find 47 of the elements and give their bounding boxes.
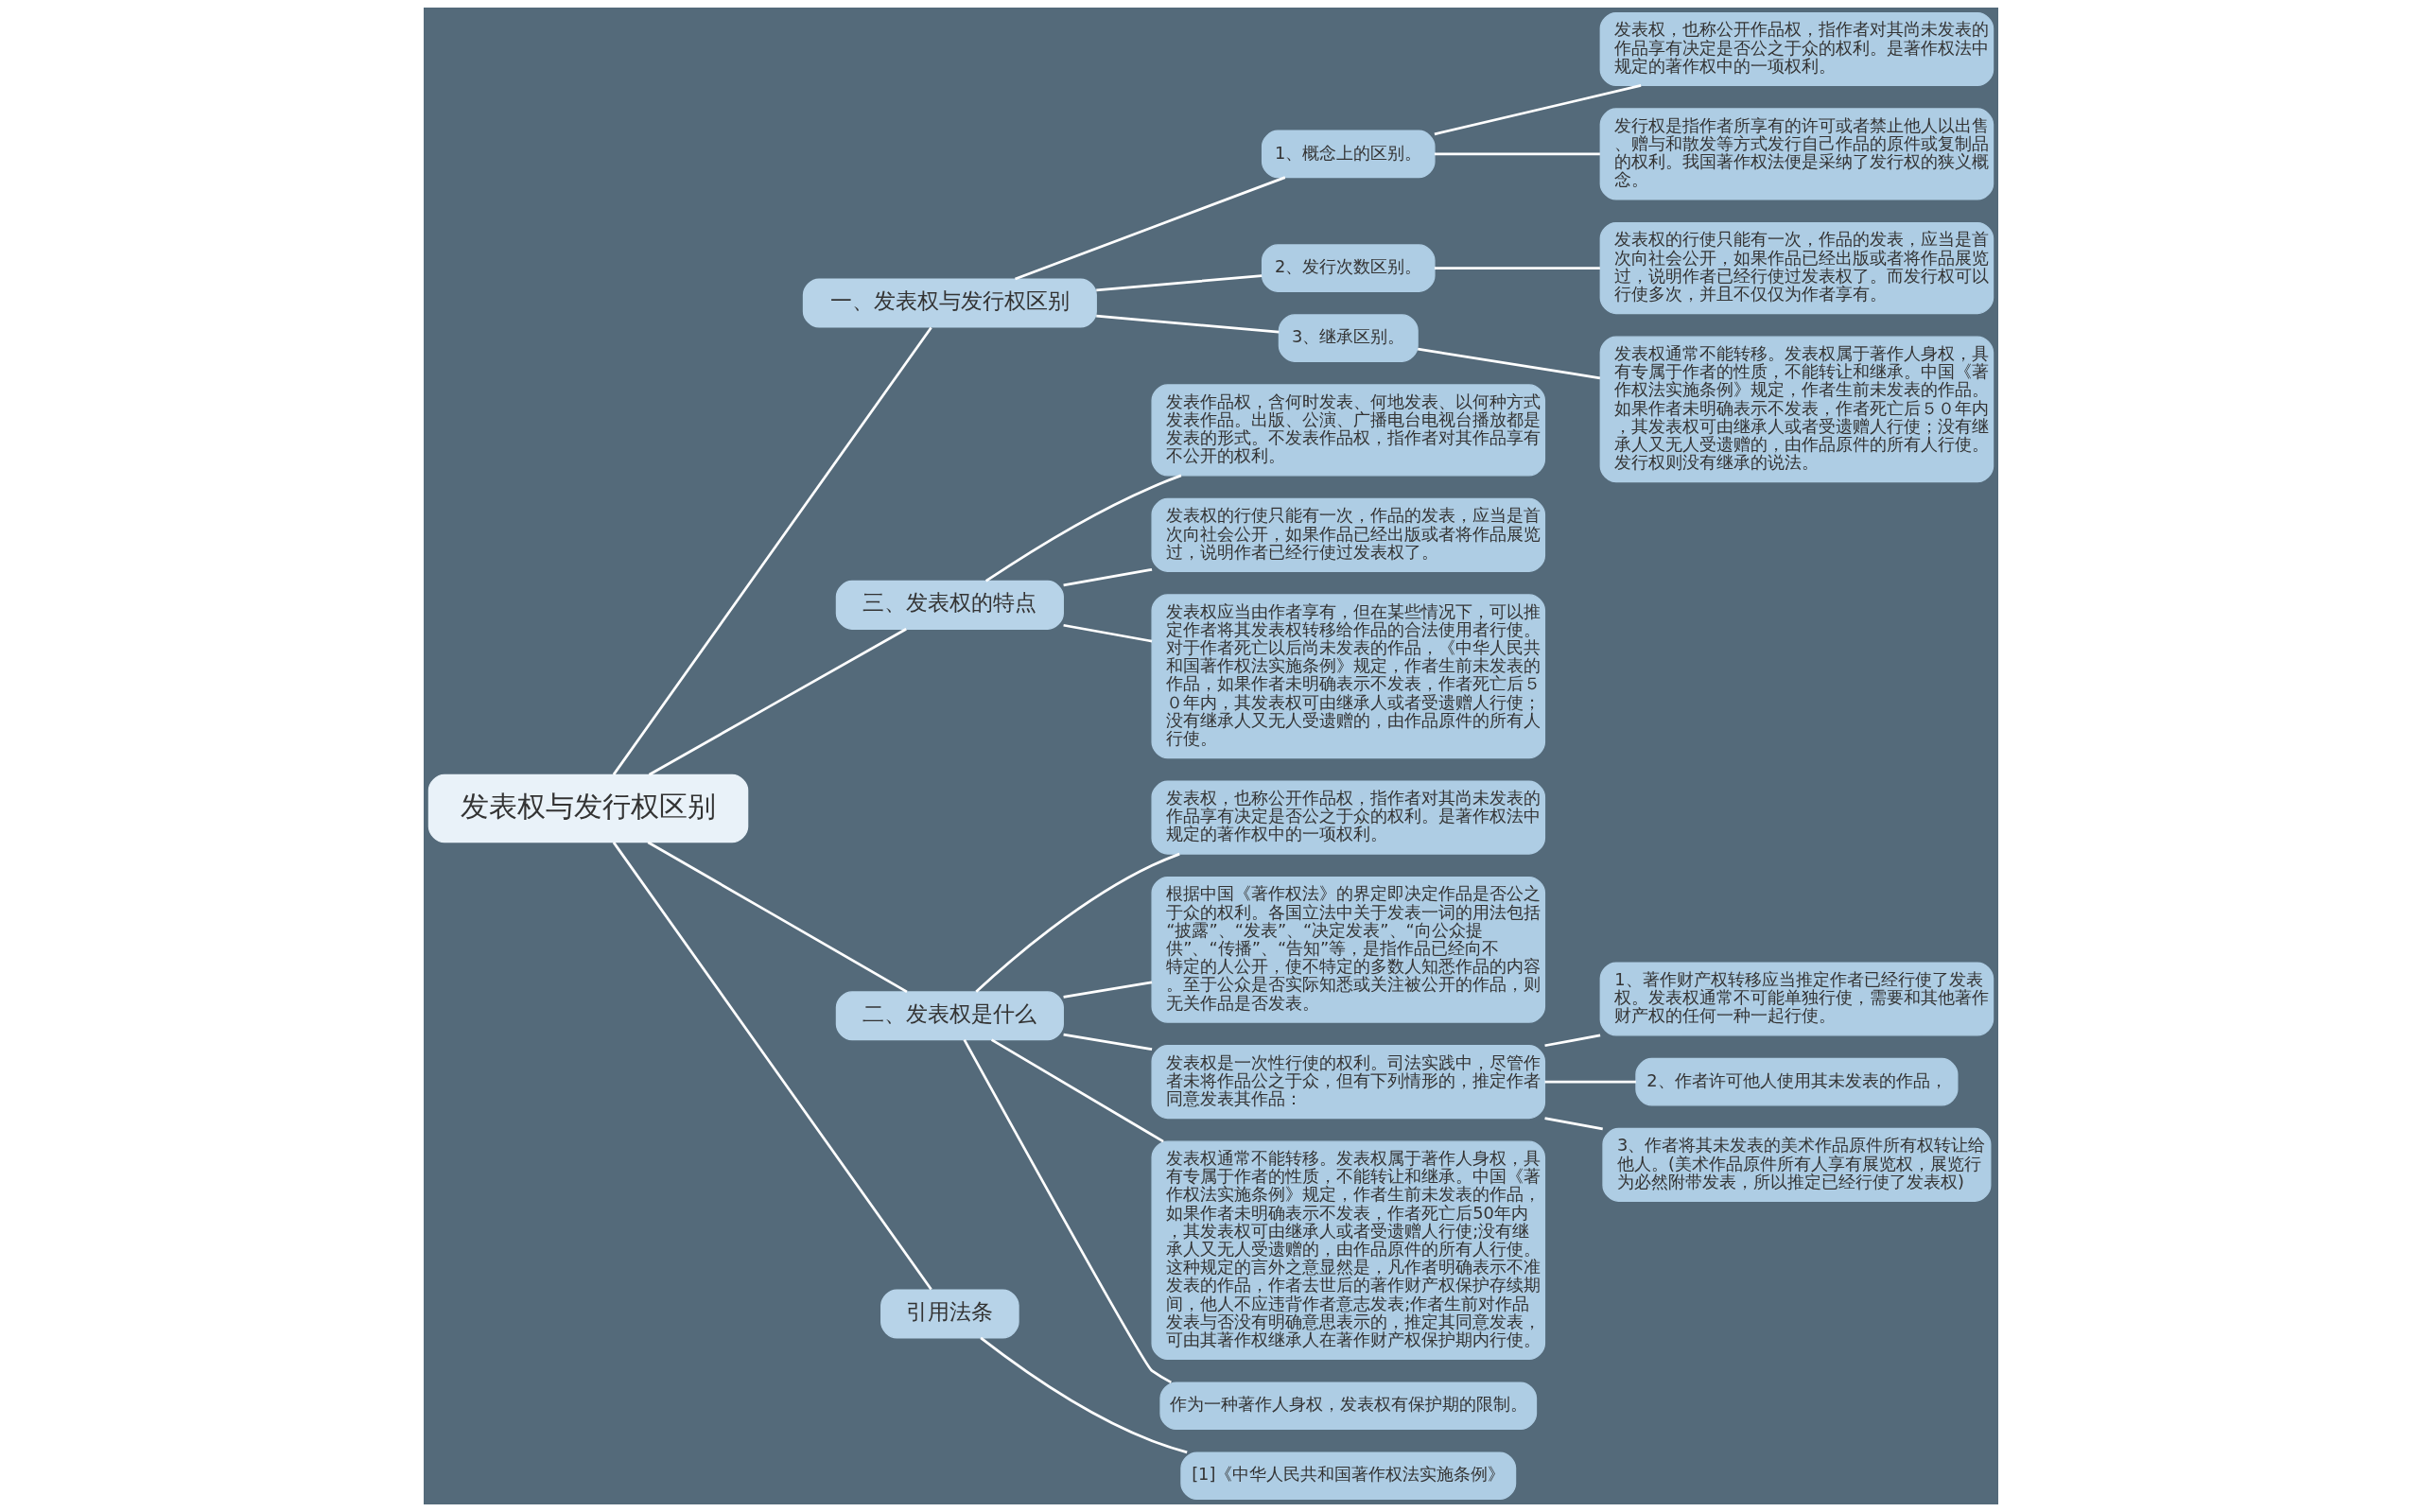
connector — [1434, 152, 1600, 156]
connector — [1062, 1033, 1152, 1051]
node-box: [1]《中华人民共和国著作权法实施条例》 — [1179, 1451, 1516, 1501]
connector — [1014, 176, 1285, 281]
connector — [1434, 267, 1600, 269]
node-box: 根据中国《著作权法》的界定即决定作品是否公之于众的权利。各国立法中关于发表一词的用法包括“披露”、“发表”、“决定发表”、“向公众提供”、“传播”、“告知”等，是指作品已经向不特定的人公开，使不特定的多数人知悉作品的内容。至于公众是否实际知悉或关注被公开的作品，则无关作品是否发表。 — [1150, 876, 1545, 1023]
connector — [1544, 1080, 1636, 1084]
connector — [1095, 314, 1279, 334]
node-box: 发表权是一次性行使的权利。司法实践中，尽管作者未将作品公之于众，但有下列情形的，推定作者同意发表其作品： — [1150, 1045, 1545, 1120]
node-box: 发表权，也称公开作品权，指作者对其尚未发表的作品享有决定是否公之于众的权利。是著作权法中规定的著作权中的一项权利。 — [1599, 11, 1994, 86]
connector — [1417, 347, 1600, 380]
connector — [1062, 623, 1152, 643]
node-box: 发表权的行使只能有一次，作品的发表，应当是首次向社会公开，如果作品已经出版或者将作品展览过，说明作者已经行使过发表权了。而发行权可以行使多次，并且不仅仅为作者享有。 — [1599, 221, 1994, 315]
connector — [963, 1038, 1172, 1384]
connector — [1543, 1034, 1600, 1048]
node-box: 1、概念上的区别。 — [1261, 130, 1436, 179]
node-box: 引用法条 — [880, 1289, 1019, 1339]
connector — [1062, 567, 1152, 587]
connector — [648, 628, 907, 776]
connector — [612, 842, 932, 1291]
connector — [974, 852, 1180, 993]
node-box: 3、继承区别。 — [1278, 314, 1419, 362]
node-box: 发表权与发行权区别 — [427, 773, 748, 843]
node-box: 1、著作财产权转移应当推定作者已经行使了发表权。发表权通常不可能单独行使，需要和其他著作财产权的任何一种一起行使。 — [1599, 962, 1994, 1036]
node-box: 发行权是指作者所享有的许可或者禁止他人以出售、赠与和散发等方式发行自己作品的原件或复制品的权利。我国著作权法便是采纳了发行权的狭义概念。 — [1599, 108, 1994, 200]
node-box: 发表权的行使只能有一次，作品的发表，应当是首次向社会公开，如果作品已经出版或者将作品展览过，说明作者已经行使过发表权了。 — [1150, 497, 1545, 572]
node-box: 发表权，也称公开作品权，指作者对其尚未发表的作品享有决定是否公之于众的权利。是著作权法中规定的著作权中的一项权利。 — [1150, 780, 1545, 855]
node-box: 2、发行次数区别。 — [1261, 244, 1436, 292]
connector — [612, 326, 932, 775]
node-box: 发表作品权，含何时发表、何地发表、以何种方式发表作品。出版、公演、广播电台电视台播放都是发表的形式。不发表作品权，指作者对其作品享有不公开的权利。 — [1150, 384, 1545, 477]
node-box: 发表权通常不能转移。发表权属于著作人身权，具有专属于作者的性质，不能转让和继承。中国《著作权法实施条例》规定，作者生前未发表的作品。如果作者未明确表示不发表，作者死亡后５０年内，其发表权可由继承人或者受遗赠人行使；没有继承人又无人受遗赠的，由作品原件的所有人行使。发行权则没有继承的说法。 — [1599, 336, 1994, 483]
node-box: 一、发表权与发行权区别 — [802, 278, 1097, 328]
connector — [1543, 1117, 1603, 1131]
node-box: 发表权通常不能转移。发表权属于著作人身权，具有专属于作者的性质，不能转让和继承。中国《著作权法实施条例》规定，作者生前未发表的作品，如果作者未明确表示不发表，作者死亡后50年内，其发表权可由继承人或者受遗赠人行使;没有继承人又无人受遗赠的，由作品原件的所有人行使。这种规定的言外之意显然是，凡作者明确表示不准发表的作品，作者去世后的著作财产权保护存续期间，他人不应违背作者意志发表;作者生前对作品发表与否没有明确意思表示的，推定其同意发表，可由其著作权继承人在著作财产权保护期内行使。 — [1150, 1140, 1545, 1361]
connector — [647, 841, 908, 993]
node-box: 2、作者许可他人使用其未发表的作品， — [1634, 1057, 1958, 1106]
node-box: 三、发表权的特点 — [835, 580, 1064, 630]
connector — [1434, 84, 1641, 136]
connector — [1095, 274, 1262, 292]
connector — [1062, 981, 1152, 999]
connector — [990, 1038, 1164, 1143]
node-box: 作为一种著作人身权，发表权有保护期的限制。 — [1158, 1382, 1537, 1431]
node-box: 发表权应当由作者享有，但在某些情况下，可以推定作者将其发表权转移给作品的合法使用者行使。对于作者死亡以后尚未发表的作品，《中华人民共和国著作权法实施条例》规定，作者生前未发表的作品，如果作者未明确表示不发表，作者死亡后５０年内，其发表权可由继承人或者受遗赠人行使；没有继承人又无人受遗赠的，由作品原件的所有人行使。 — [1150, 594, 1545, 759]
connector — [979, 1336, 1188, 1454]
node-box: 二、发表权是什么 — [835, 991, 1064, 1041]
node-box: 3、作者将其未发表的美术作品原件所有权转让给他人。(美术作品原件所有人享有展览权，展览行为必然附带发表，所以推定已经行使了发表权) — [1601, 1127, 1991, 1202]
connector — [984, 474, 1181, 582]
